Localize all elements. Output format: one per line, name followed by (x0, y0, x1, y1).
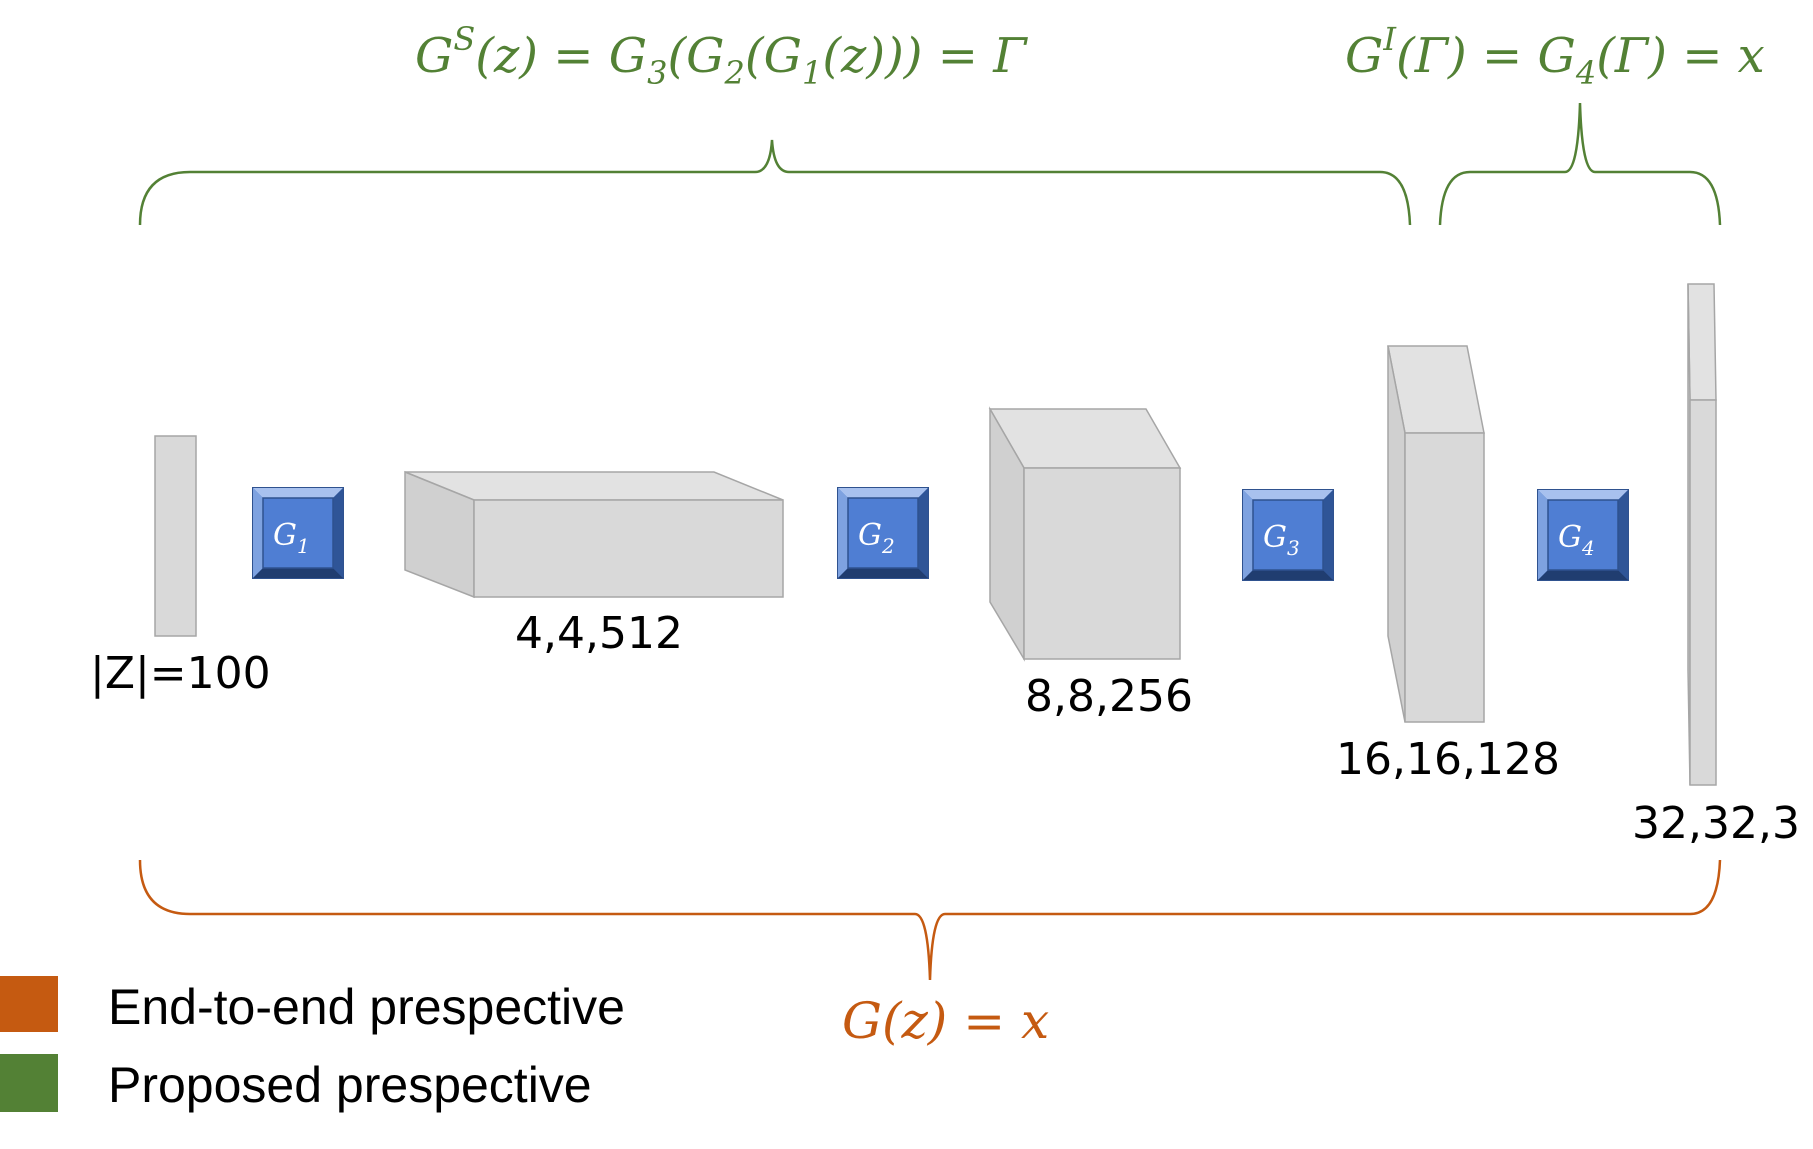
tensor-block-4x4x512 (404, 470, 784, 599)
tensor-label-4x4x512: 4,4,512 (515, 608, 683, 659)
tensor-label-16x16x128: 16,16,128 (1336, 734, 1560, 785)
generator-label-g4: G4 (1558, 520, 1595, 560)
end-to-end-formula: G(z) = x (842, 992, 1049, 1050)
generator-label-g2: G2 (858, 518, 895, 558)
generator-block-g1: G1 (252, 487, 344, 579)
tensor-block-16x16x128 (1387, 345, 1485, 723)
image-generator-brace (1438, 102, 1722, 226)
end-to-end-brace (138, 859, 1722, 981)
tensor-label-32x32x3: 32,32,3 (1632, 798, 1800, 849)
latent-vector-label: |Z|=100 (90, 648, 271, 699)
image-generator-formula: GI(Γ) = G4(Γ) = x (1345, 20, 1765, 92)
legend-label-proposed: Proposed prespective (108, 1057, 592, 1113)
generator-block-g4: G4 (1537, 489, 1629, 581)
generator-block-g3: G3 (1242, 489, 1334, 581)
tensor-block-8x8x256 (988, 406, 1182, 662)
legend-label-end-to-end: End-to-end prespective (108, 979, 625, 1035)
generator-label-g1: G1 (273, 518, 310, 558)
tensor-label-8x8x256: 8,8,256 (1025, 671, 1193, 722)
generator-label-g3: G3 (1263, 520, 1300, 560)
legend-swatch-proposed (0, 1054, 58, 1112)
latent-vector-block (154, 435, 197, 637)
generator-block-g2: G2 (837, 487, 929, 579)
semantic-generator-brace (138, 139, 1412, 226)
legend: End-to-end prespective Proposed prespect… (0, 976, 625, 1113)
tensor-block-32x32x3 (1687, 283, 1717, 786)
legend-swatch-end-to-end (0, 976, 58, 1032)
semantic-generator-formula: GS(z) = G3(G2(G1(z))) = Γ (415, 20, 1028, 92)
